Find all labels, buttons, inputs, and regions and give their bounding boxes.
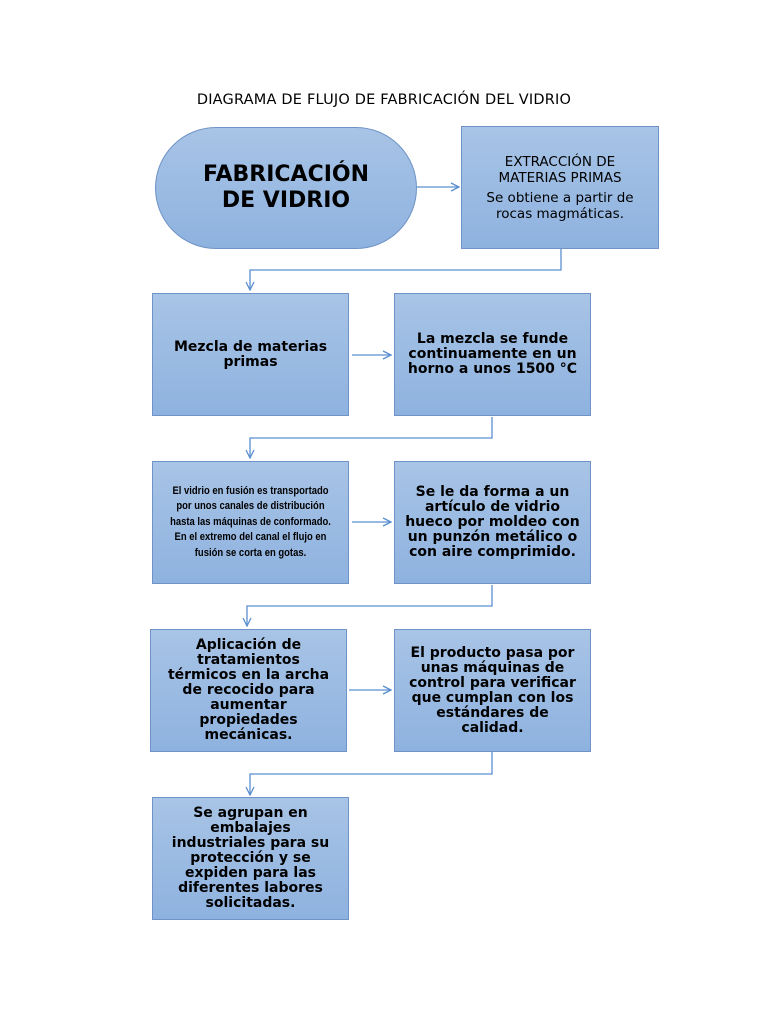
- forma-box: Se le da forma a un artículo de vidrio h…: [394, 461, 591, 584]
- transporte-box: El vidrio en fusión es transportado por …: [152, 461, 349, 584]
- forma-label: Se le da forma a un artículo de vidrio h…: [405, 484, 580, 560]
- extraccion-title: EXTRACCIÓN DE MATERIAS PRIMAS: [498, 153, 622, 186]
- embalaje-label: Se agrupan en embalajes industriales par…: [171, 805, 330, 911]
- control-box: El producto pasa por unas máquinas de co…: [394, 629, 591, 752]
- recocido-label: Aplicación de tratamientos térmicos en l…: [167, 637, 330, 743]
- diagram-title: DIAGRAMA DE FLUJO DE FABRICACIÓN DEL VID…: [196, 92, 572, 108]
- start-oval: FABRICACIÓN DE VIDRIO: [155, 127, 417, 249]
- embalaje-box: Se agrupan en embalajes industriales par…: [152, 797, 349, 920]
- mezcla-box: Mezcla de materias primas: [152, 293, 349, 416]
- start-label: FABRICACIÓN DE VIDRIO: [202, 162, 370, 213]
- arrow-extraccion-to-mezcla: [250, 249, 562, 290]
- transporte-label: El vidrio en fusión es transportado por …: [170, 484, 331, 559]
- mezcla-label: Mezcla de materias primas: [173, 338, 328, 370]
- control-label: El producto pasa por unas máquinas de co…: [409, 644, 576, 736]
- arrow-control-to-embalaje: [250, 752, 493, 795]
- funde-box: La mezcla se funde continuamente en un h…: [394, 293, 591, 416]
- extraccion-box: EXTRACCIÓN DE MATERIAS PRIMAS Se obtiene…: [461, 126, 659, 249]
- extraccion-text: Se obtiene a partir de rocas magmáticas.: [486, 189, 634, 222]
- arrow-funde-to-transporte: [250, 417, 493, 458]
- funde-label: La mezcla se funde continuamente en un h…: [407, 331, 578, 377]
- arrow-forma-to-recocido: [247, 585, 493, 626]
- recocido-box: Aplicación de tratamientos térmicos en l…: [150, 629, 347, 752]
